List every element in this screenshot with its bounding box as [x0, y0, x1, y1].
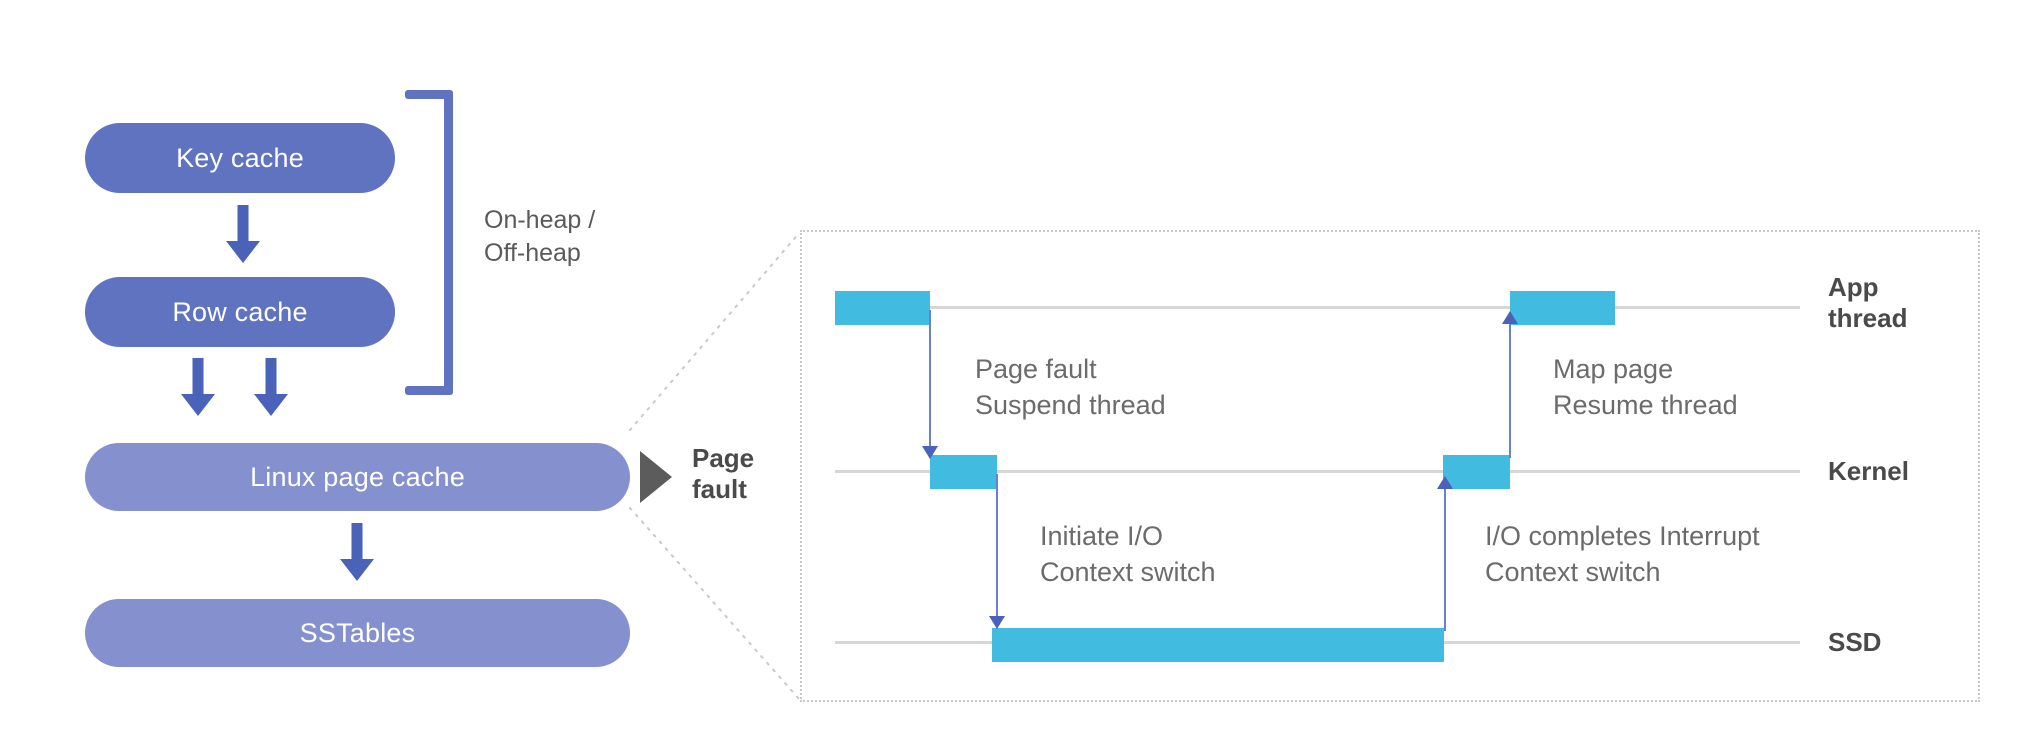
box-key-cache[interactable]: Key cache: [85, 123, 395, 193]
lane-line-app-thread: [835, 306, 1800, 309]
on-off-heap-bracket: [405, 90, 453, 395]
arrow-pagecache-to-sstables-icon: [340, 523, 374, 581]
lane-line-kernel: [835, 470, 1800, 473]
annotation-page-fault-suspend: Page fault Suspend thread: [975, 354, 1166, 421]
annotation-map-page-resume: Map page Resume thread: [1553, 354, 1738, 421]
box-linux-page-cache[interactable]: Linux page cache: [85, 443, 630, 511]
box-sstables[interactable]: SSTables: [85, 599, 630, 667]
transition-ssd-to-kernel-line: [1444, 487, 1446, 631]
box-linux-page-cache-label: Linux page cache: [250, 461, 465, 492]
box-sstables-label: SSTables: [299, 617, 416, 648]
transition-app-to-kernel-arrowhead-icon: [922, 446, 938, 459]
box-row-cache-label: Row cache: [172, 296, 308, 327]
page-fault-marker-label: Page fault: [692, 443, 755, 505]
annotation-initiate-io: Initiate I/O Context switch: [1040, 521, 1216, 588]
transition-kernel-to-ssd-arrowhead-icon: [989, 616, 1005, 629]
transition-kernel-to-ssd-line: [996, 474, 998, 618]
annotation-io-completes: I/O completes Interrupt Context switch: [1485, 521, 1760, 588]
transition-kernel-to-app-line: [1509, 322, 1511, 458]
transition-ssd-to-kernel-arrowhead-icon: [1437, 476, 1453, 489]
activity-bar-kernel-2: [1443, 455, 1510, 489]
page-fault-triangle-icon: [640, 451, 672, 503]
arrow-row-to-pagecache-right-icon: [254, 358, 288, 416]
lane-label-app-thread: App thread: [1828, 272, 1908, 333]
transition-kernel-to-app-arrowhead-icon: [1502, 311, 1518, 324]
timeline-panel: [800, 230, 1980, 702]
arrow-row-to-pagecache-left-icon: [181, 358, 215, 416]
arrow-key-to-row-icon: [226, 205, 260, 263]
box-row-cache[interactable]: Row cache: [85, 277, 395, 347]
on-off-heap-note: On-heap / Off-heap: [484, 206, 596, 267]
activity-bar-kernel-1: [930, 455, 997, 489]
lane-label-ssd: SSD: [1828, 627, 1882, 657]
transition-app-to-kernel-line: [929, 310, 931, 448]
activity-bar-app-thread-2: [1510, 291, 1615, 325]
lane-label-kernel: Kernel: [1828, 456, 1909, 486]
box-key-cache-label: Key cache: [176, 142, 304, 173]
activity-bar-ssd: [992, 628, 1444, 662]
activity-bar-app-thread-1: [835, 291, 930, 325]
